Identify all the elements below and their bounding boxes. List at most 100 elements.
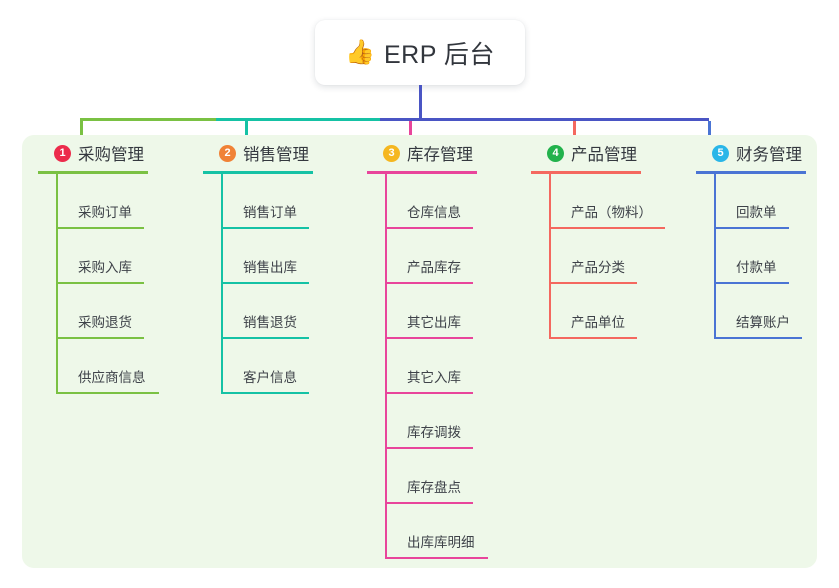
menu-item-rule (549, 282, 637, 284)
menu-item-label: 采购入库 (78, 260, 132, 275)
menu-item-label: 产品（物料） (571, 205, 652, 220)
menu-item[interactable]: 采购退货 (56, 284, 148, 339)
root-title: ERP 后台 (383, 40, 495, 69)
bus-segment-1 (80, 118, 216, 121)
menu-item-rule (56, 337, 144, 339)
menu-item-rule (221, 337, 309, 339)
menu-item-label: 销售出库 (243, 260, 297, 275)
menu-item-label: 结算账户 (736, 315, 790, 330)
menu-item[interactable]: 供应商信息 (56, 339, 159, 394)
column-title-3: 库存管理 (407, 146, 473, 164)
menu-item-rule (56, 282, 144, 284)
menu-item[interactable]: 仓库信息 (385, 174, 477, 229)
menu-item-label: 仓库信息 (407, 205, 461, 220)
menu-item-rule (56, 227, 144, 229)
menu-item[interactable]: 其它入库 (385, 339, 477, 394)
column-header-2[interactable]: 2 销售管理 (203, 141, 313, 165)
column-badge-2: 2 (219, 144, 236, 162)
menu-item-label: 库存调拨 (407, 425, 461, 440)
menu-item-label: 采购退货 (78, 315, 132, 330)
menu-item-rule (385, 337, 473, 339)
menu-item-label: 库存盘点 (407, 480, 461, 495)
root-node-card[interactable]: 👍 ERP 后台 (315, 20, 525, 85)
column-header-rule-2 (203, 171, 313, 174)
column-5: 5 财务管理回款单付款单结算账户 (696, 141, 806, 339)
column-1: 1 采购管理采购订单采购入库采购退货供应商信息 (38, 141, 159, 394)
menu-item-label: 回款单 (736, 205, 777, 220)
column-header-5[interactable]: 5 财务管理 (696, 141, 806, 165)
menu-item[interactable]: 库存盘点 (385, 449, 477, 504)
menu-item-label: 产品分类 (571, 260, 625, 275)
column-title-2: 销售管理 (243, 146, 309, 164)
menu-item-rule (385, 392, 473, 394)
menu-item[interactable]: 结算账户 (714, 284, 806, 339)
column-badge-4: 4 (547, 144, 564, 162)
menu-item-label: 销售订单 (243, 205, 297, 220)
menu-item[interactable]: 出库库明细 (385, 504, 488, 559)
menu-item[interactable]: 付款单 (714, 229, 806, 284)
menu-item-label: 销售退货 (243, 315, 297, 330)
menu-item-rule (385, 502, 473, 504)
menu-item-rule (549, 337, 637, 339)
menu-item-rule (56, 392, 159, 394)
bus-segment-4 (544, 118, 709, 121)
menu-item[interactable]: 产品库存 (385, 229, 477, 284)
menu-item[interactable]: 产品（物料） (549, 174, 665, 229)
menu-item-rule (714, 282, 789, 284)
thumbs-up-icon: 👍 (345, 38, 375, 66)
column-spine-4 (549, 174, 551, 339)
column-badge-5: 5 (712, 144, 729, 162)
column-badge-3: 3 (383, 144, 400, 162)
menu-item-label: 采购订单 (78, 205, 132, 220)
menu-item[interactable]: 销售订单 (221, 174, 313, 229)
bus-segment-2 (216, 118, 380, 121)
column-spine-2 (221, 174, 223, 394)
column-2: 2 销售管理销售订单销售出库销售退货客户信息 (203, 141, 313, 394)
diagram-panel (22, 135, 817, 568)
menu-item-label: 出库库明细 (407, 535, 475, 550)
column-title-5: 财务管理 (736, 146, 802, 164)
menu-item-rule (221, 282, 309, 284)
menu-item[interactable]: 客户信息 (221, 339, 313, 394)
menu-item-label: 其它入库 (407, 370, 461, 385)
column-items-4: 产品（物料） 产品分类产品单位 (549, 174, 665, 339)
column-header-1[interactable]: 1 采购管理 (38, 141, 148, 165)
menu-item-label: 产品库存 (407, 260, 461, 275)
menu-item-rule (385, 282, 473, 284)
column-title-4: 产品管理 (571, 146, 637, 164)
menu-item[interactable]: 销售出库 (221, 229, 313, 284)
column-spine-5 (714, 174, 716, 339)
menu-item[interactable]: 产品分类 (549, 229, 641, 284)
root-stem-connector (419, 85, 422, 118)
column-header-rule-1 (38, 171, 148, 174)
menu-item[interactable]: 采购订单 (56, 174, 148, 229)
column-header-rule-4 (531, 171, 641, 174)
menu-item-rule (385, 557, 488, 559)
column-items-2: 销售订单销售出库销售退货客户信息 (221, 174, 313, 394)
menu-item[interactable]: 销售退货 (221, 284, 313, 339)
column-title-1: 采购管理 (78, 146, 144, 164)
menu-item-label: 其它出库 (407, 315, 461, 330)
column-3: 3 库存管理仓库信息产品库存其它出库其它入库库存调拨库存盘点出库库明细 (367, 141, 488, 559)
menu-item-label: 产品单位 (571, 315, 625, 330)
menu-item[interactable]: 其它出库 (385, 284, 477, 339)
menu-item-rule (549, 227, 665, 229)
column-items-1: 采购订单采购入库采购退货供应商信息 (56, 174, 159, 394)
menu-item[interactable]: 库存调拨 (385, 394, 477, 449)
menu-item-rule (221, 392, 309, 394)
column-header-4[interactable]: 4 产品管理 (531, 141, 641, 165)
column-4: 4 产品管理产品（物料） 产品分类产品单位 (531, 141, 665, 339)
menu-item-rule (714, 227, 789, 229)
menu-item-rule (385, 227, 473, 229)
column-header-rule-5 (696, 171, 806, 174)
menu-item-label: 付款单 (736, 260, 777, 275)
menu-item-label: 客户信息 (243, 370, 297, 385)
column-spine-3 (385, 174, 387, 559)
menu-item[interactable]: 回款单 (714, 174, 806, 229)
menu-item[interactable]: 产品单位 (549, 284, 641, 339)
column-header-rule-3 (367, 171, 477, 174)
column-badge-1: 1 (54, 144, 71, 162)
menu-item[interactable]: 采购入库 (56, 229, 148, 284)
menu-item-rule (385, 447, 473, 449)
column-header-3[interactable]: 3 库存管理 (367, 141, 477, 165)
